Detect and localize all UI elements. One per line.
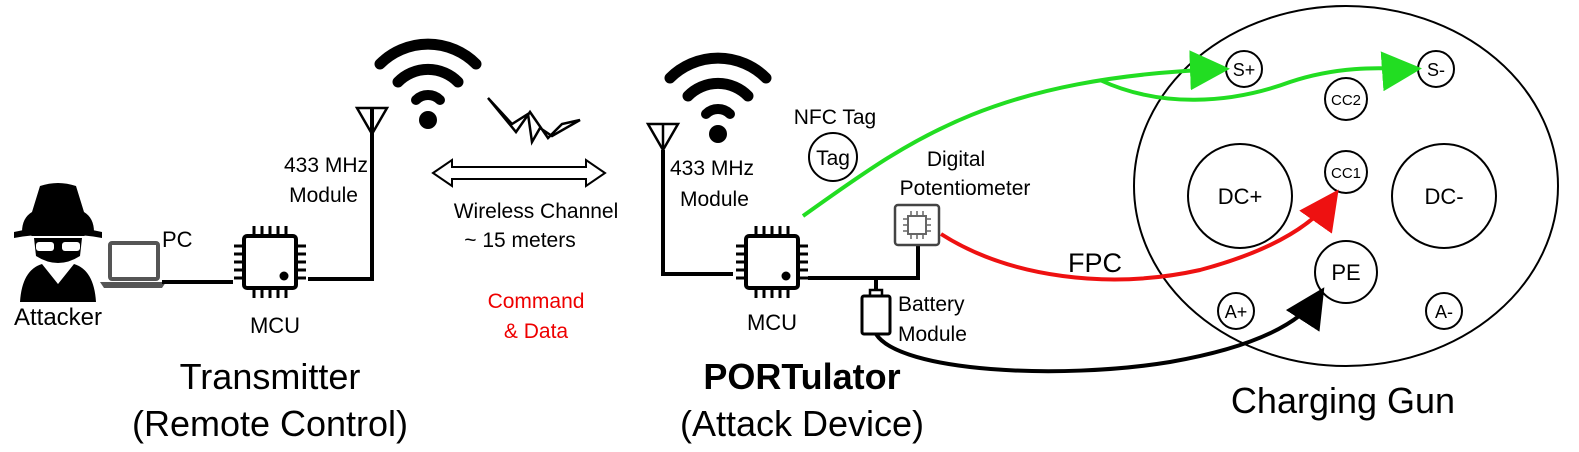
pin-a-plus-circle	[1217, 292, 1255, 330]
battery-line2: Module	[898, 323, 967, 346]
right-wires	[661, 150, 920, 290]
nfc-tag-text: Tag	[816, 147, 850, 170]
portulator-subtitle: (Attack Device)	[680, 403, 924, 444]
nfc-tag-circle	[808, 132, 858, 182]
pc-label: PC	[162, 227, 193, 252]
wifi-right-icon	[670, 58, 766, 143]
green-wire-s-minus	[1099, 51, 1422, 102]
pin-a-minus-circle	[1425, 292, 1463, 330]
wifi-left-icon	[380, 44, 476, 129]
left-wires	[162, 108, 374, 284]
laptop-icon	[100, 241, 166, 288]
digipot-chip-icon	[893, 203, 941, 247]
mcu-left-label: MCU	[250, 313, 300, 338]
transmitter-subtitle: (Remote Control)	[132, 403, 408, 444]
pin-cc1-circle	[1324, 150, 1368, 194]
transmitter-title: Transmitter	[180, 356, 361, 397]
pin-pe-label: PE	[1331, 260, 1360, 285]
portulator-title: PORTulator	[703, 356, 900, 397]
module-right-line2: Module	[680, 188, 749, 211]
nfc-tag-label: NFC Tag	[794, 106, 876, 129]
fpc-label: FPC	[1068, 248, 1122, 278]
mcu-right-chip-icon	[734, 224, 810, 300]
pin-dc-minus-circle	[1391, 143, 1497, 249]
red-wire-cc1	[939, 189, 1339, 282]
module-left-line1: 433 MHz	[284, 154, 368, 177]
antenna-right-icon	[646, 122, 680, 152]
attacker-label: Attacker	[14, 304, 102, 331]
digipot-line1: Digital	[927, 148, 985, 171]
pin-pe-circle	[1314, 240, 1378, 304]
pin-cc1-label: CC1	[1331, 165, 1361, 182]
pin-dc-plus-circle	[1187, 143, 1293, 249]
battery-line1: Battery	[898, 293, 965, 316]
battery-icon	[860, 288, 892, 336]
wireless-double-arrow	[431, 158, 607, 188]
mcu-left-chip-icon	[232, 224, 308, 300]
digipot-line2: Potentiometer	[900, 177, 1031, 200]
wireless-line2: ~ 15 meters	[464, 229, 575, 252]
pin-cc2-label: CC2	[1331, 92, 1361, 109]
antenna-left-icon	[355, 106, 389, 136]
command-line2: & Data	[504, 320, 569, 343]
pin-s-minus-label: S-	[1427, 60, 1445, 80]
pin-dc-plus-label: DC+	[1218, 184, 1263, 209]
black-wire-pe	[874, 287, 1325, 374]
command-line1: Command	[488, 290, 585, 313]
module-right-line1: 433 MHz	[670, 157, 754, 180]
pin-cc2-circle	[1324, 77, 1368, 121]
pin-a-minus-label: A-	[1435, 302, 1453, 322]
green-wire-s-plus	[801, 50, 1230, 218]
lightning-icon	[487, 97, 581, 146]
module-left-line2: Module	[289, 184, 358, 207]
pin-a-plus-label: A+	[1225, 302, 1248, 322]
pin-s-plus-label: S+	[1233, 60, 1256, 80]
mcu-right-label: MCU	[747, 310, 797, 335]
gun-wires	[801, 50, 1422, 374]
charging-gun-title: Charging Gun	[1231, 380, 1455, 421]
pin-dc-minus-label: DC-	[1424, 184, 1463, 209]
wireless-line1: Wireless Channel	[454, 200, 619, 223]
attacker-icon	[14, 183, 102, 302]
gun-pins	[1187, 50, 1497, 330]
